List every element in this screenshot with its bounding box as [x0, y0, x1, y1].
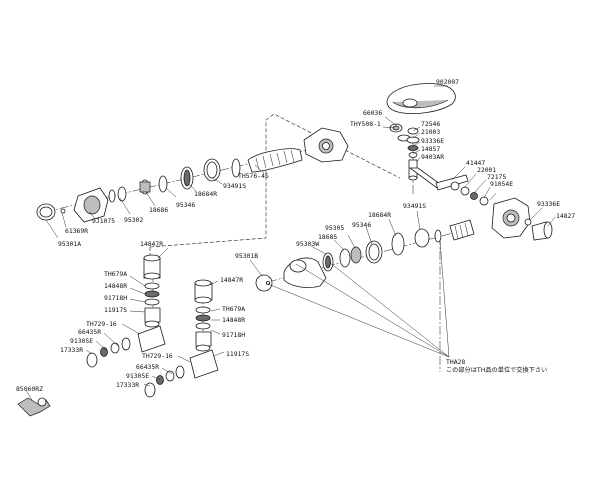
label-thy508-1: THY508-1	[350, 120, 381, 128]
label-902007: 902007	[436, 78, 459, 86]
label-91718h-left: 91718H	[104, 294, 127, 302]
label-th679a-left: TH679A	[104, 270, 127, 278]
label-91054e: 91054E	[490, 180, 513, 188]
label-95305: 95305	[325, 224, 344, 232]
replacement-note: この部分はTH品の単位で交換下さい	[446, 366, 547, 374]
label-th729-16-left: TH729-16	[86, 320, 117, 328]
label-93491s-mid: 93491S	[403, 202, 426, 210]
label-61369r: 61369R	[65, 227, 88, 235]
label-17333r-right: 17333R	[116, 381, 139, 389]
label-9403ar: 9403AR	[421, 153, 444, 161]
label-91305e-left: 91305E	[70, 337, 93, 345]
label-th576-4s: TH576-4S	[238, 172, 269, 180]
middle-cartridge-row	[255, 219, 475, 292]
label-21003: 21003	[421, 128, 440, 136]
label-14847r-left: 14847R	[140, 240, 163, 248]
left-pipe-stack	[86, 254, 166, 368]
label-95346-mid: 95346	[352, 221, 371, 229]
label-95301a: 95301A	[58, 240, 81, 248]
label-17333r-left: 17333R	[60, 346, 83, 354]
label-14857: 14857	[421, 145, 440, 153]
label-95302: 95302	[124, 216, 143, 224]
label-41447: 41447	[466, 159, 485, 167]
label-tha28: THA28	[446, 358, 465, 366]
label-11917s-right: 11917S	[226, 350, 249, 358]
label-18684r-top: 18684R	[194, 190, 217, 198]
label-11917s-left: 11917S	[104, 306, 127, 314]
label-91718h-right: 91718H	[222, 331, 245, 339]
label-93491s-top: 93491S	[223, 182, 246, 190]
left-knob	[36, 187, 109, 223]
upper-center-body	[108, 127, 349, 203]
label-66435r-left: 66435R	[78, 328, 101, 336]
label-9j1075: 9J1075	[92, 217, 115, 225]
label-14848r-left: 14848R	[104, 282, 127, 290]
label-93336e-top: 93336E	[421, 137, 444, 145]
label-85060rz: 85060RZ	[16, 385, 43, 393]
label-95346: 95346	[176, 201, 195, 209]
label-18686-left: 18686	[149, 206, 168, 214]
label-14848r-right: 14848R	[222, 316, 245, 324]
label-18684r-mid: 18684R	[368, 211, 391, 219]
label-th729-16-right: TH729-16	[142, 352, 173, 360]
label-66036: 66036	[363, 109, 382, 117]
key-part	[17, 397, 51, 417]
label-th679a-right: TH679A	[222, 305, 245, 313]
part-labels: 902007 66036 THY508-1 72546 21003 93336E…	[16, 78, 575, 393]
label-95303w: 95303W	[296, 240, 319, 248]
label-91305e-right: 91305E	[126, 372, 149, 380]
label-72175: 72175	[487, 173, 506, 181]
label-14827: 14827	[556, 212, 575, 220]
label-18685: 18685	[318, 233, 337, 241]
leader-lines	[25, 85, 556, 401]
label-72546: 72546	[421, 120, 440, 128]
label-14847r-right: 14847R	[220, 276, 243, 284]
label-95301b: 95301B	[235, 252, 258, 260]
label-93336e-right: 93336E	[537, 200, 560, 208]
label-66435r-right: 66435R	[136, 363, 159, 371]
label-22001: 22001	[477, 166, 496, 174]
right-valve-body	[491, 197, 553, 241]
